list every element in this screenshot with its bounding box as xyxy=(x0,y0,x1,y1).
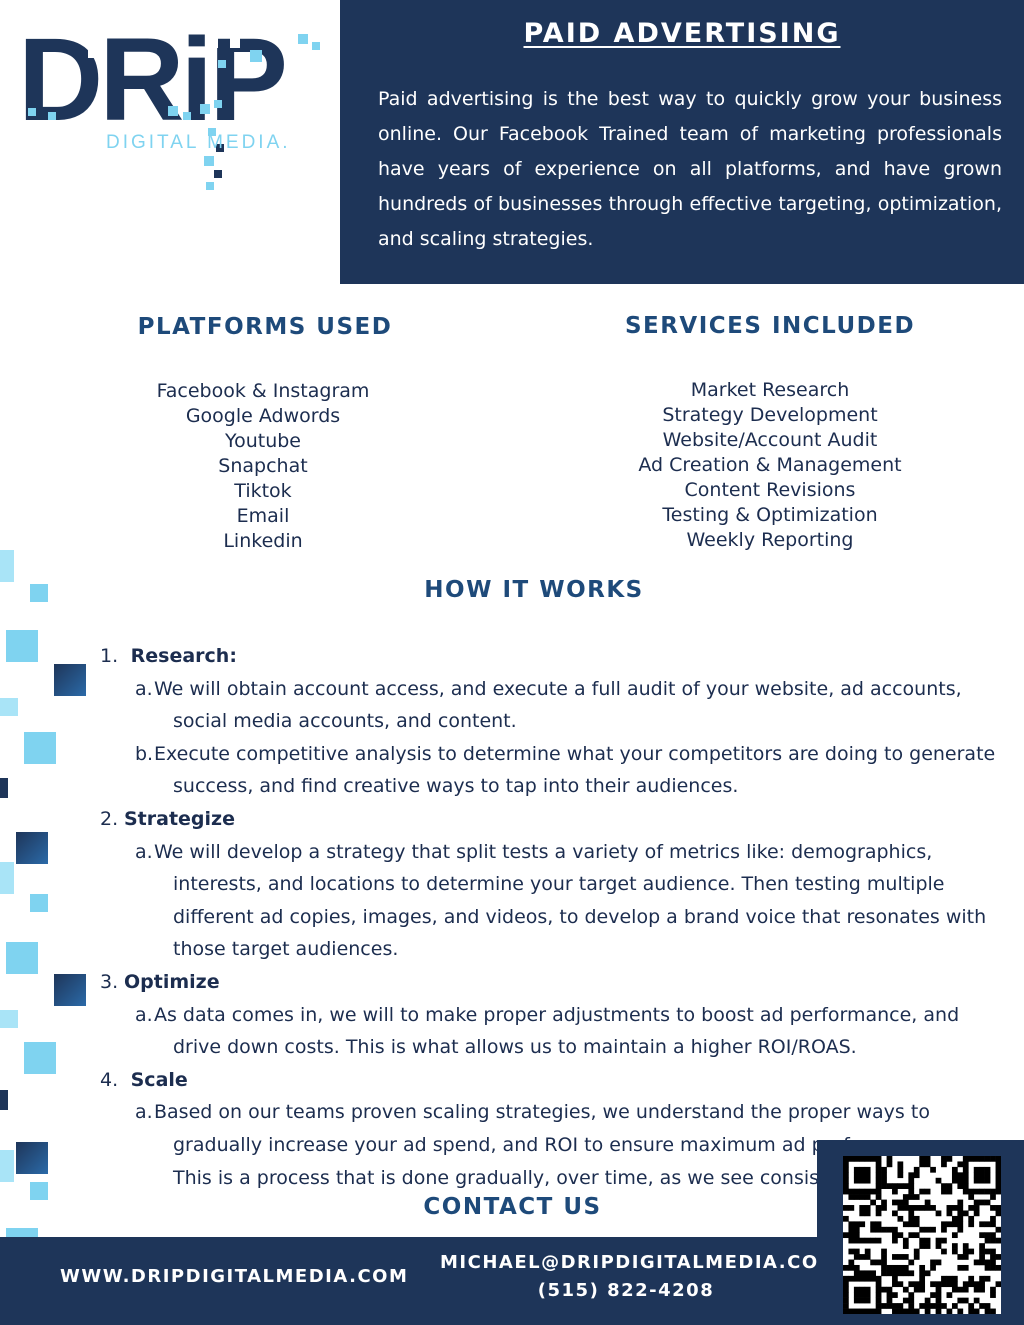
list-item: Google Adwords xyxy=(185,405,341,427)
sub-text: Execute competitive analysis to determin… xyxy=(154,742,996,798)
sub-letter: b. xyxy=(135,742,154,765)
drip-logo: DRiP DIGITAL MEDIA. xyxy=(18,14,328,200)
website-link[interactable]: WWW.DRIPDIGITALMEDIA.COM xyxy=(60,1266,409,1287)
list-item: Weekly Reporting xyxy=(686,529,854,551)
intro-paragraph: Paid advertising is the best way to quic… xyxy=(378,88,1002,250)
list-item: Email xyxy=(236,505,290,527)
step-title: Research: xyxy=(130,645,237,667)
contact-heading: CONTACT US xyxy=(423,1194,602,1220)
step-number: 2. xyxy=(100,807,119,830)
sub-item: a.Based on our teams proven scaling stra… xyxy=(100,1096,1000,1194)
step-strategize: 2.Strategize a.We will develop a strateg… xyxy=(100,803,1000,966)
platforms-list: Facebook & Instagram Google Adwords Yout… xyxy=(100,379,426,554)
list-item: Ad Creation & Management xyxy=(638,454,902,476)
email-link[interactable]: MICHAEL@DRIPDIGITALMEDIA.COM xyxy=(440,1252,839,1273)
logo-wordmark: DRiP xyxy=(18,20,284,146)
step-number: 1. xyxy=(100,645,119,667)
step-research: 1. Research: a.We will obtain account ac… xyxy=(100,640,1000,803)
step-title: Strategize xyxy=(124,807,235,830)
sub-letter: a. xyxy=(135,840,153,863)
page-title: PAID ADVERTISING xyxy=(523,18,841,49)
sub-letter: a. xyxy=(135,1101,153,1124)
sub-text: We will develop a strategy that split te… xyxy=(154,840,987,961)
step-title: Scale xyxy=(130,1068,188,1091)
phone-link[interactable]: (515) 822-4208 xyxy=(537,1280,715,1301)
platforms-heading: PLATFORMS USED xyxy=(137,314,393,340)
list-item: Website/Account Audit xyxy=(662,429,878,451)
services-heading: SERVICES INCLUDED xyxy=(624,313,916,339)
how-it-works-heading: HOW IT WORKS xyxy=(424,577,644,603)
step-number: 3. xyxy=(100,970,119,993)
list-item: Linkedin xyxy=(223,530,303,552)
sub-item: a.As data comes in, we will to make prop… xyxy=(100,999,1000,1064)
list-item: Tiktok xyxy=(234,480,292,502)
sub-letter: a. xyxy=(135,677,153,700)
steps-list: 1. Research: a.We will obtain account ac… xyxy=(100,640,1000,1194)
logo-graphic: DRiP DIGITAL MEDIA. xyxy=(18,14,320,190)
list-item: Content Revisions xyxy=(684,479,856,501)
sub-text: Based on our teams proven scaling strate… xyxy=(154,1101,940,1189)
step-number: 4. xyxy=(100,1068,119,1091)
services-list: Market Research Strategy Development Web… xyxy=(600,378,940,553)
step-title: Optimize xyxy=(124,970,220,993)
header-panel: PAID ADVERTISING Paid advertising is the… xyxy=(340,0,1024,284)
list-item: Testing & Optimization xyxy=(662,504,878,526)
list-item: Strategy Development xyxy=(662,404,878,426)
logo-tagline: DIGITAL MEDIA. xyxy=(106,132,291,153)
sub-item: a.We will obtain account access, and exe… xyxy=(100,673,1000,738)
sub-item: a.We will develop a strategy that split … xyxy=(100,836,1000,966)
list-item: Youtube xyxy=(225,430,301,452)
sub-text: We will obtain account access, and execu… xyxy=(154,677,962,733)
list-item: Snapchat xyxy=(218,455,308,477)
qr-code-graphic xyxy=(843,1156,1002,1315)
list-item: Market Research xyxy=(690,379,850,401)
sub-text: As data comes in, we will to make proper… xyxy=(154,1003,960,1059)
sub-item: b.Execute competitive analysis to determ… xyxy=(100,738,1000,803)
step-scale: 4. Scale a.Based on our teams proven sca… xyxy=(100,1064,1000,1194)
list-item: Facebook & Instagram xyxy=(156,380,370,402)
step-optimize: 3.Optimize a.As data comes in, we will t… xyxy=(100,966,1000,1064)
sub-letter: a. xyxy=(135,1003,153,1026)
qr-code-icon[interactable] xyxy=(843,1156,1002,1315)
